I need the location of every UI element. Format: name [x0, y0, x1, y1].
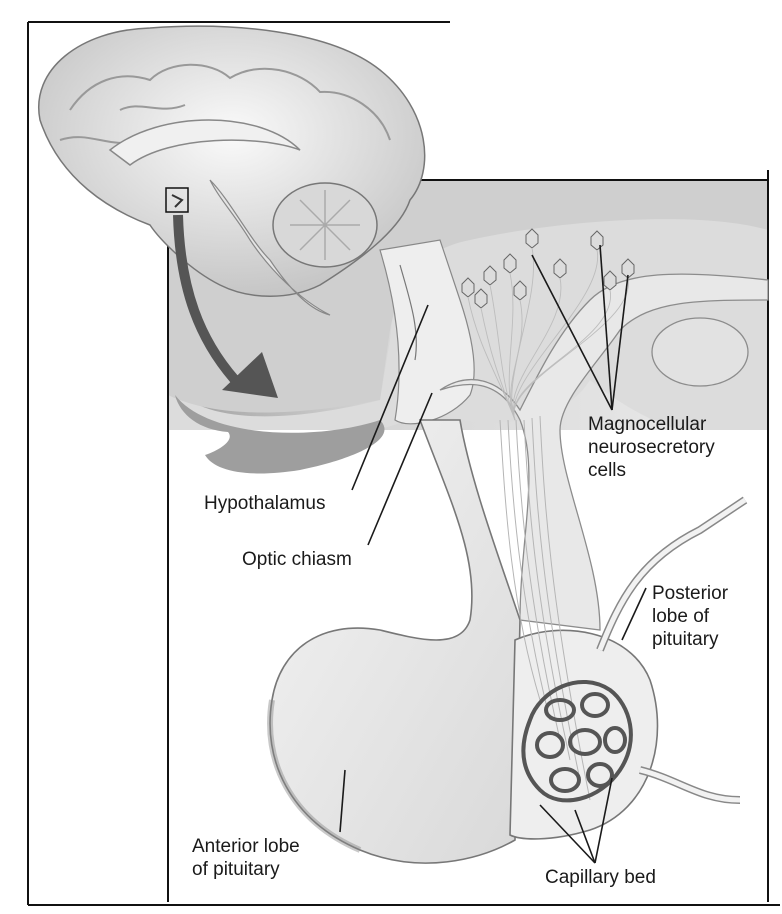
label-magnocellular-cells: Magnocellular neurosecretory cells	[588, 413, 715, 482]
label-anterior-lobe: Anterior lobe of pituitary	[192, 835, 300, 881]
label-posterior-lobe: Posterior lobe of pituitary	[652, 582, 728, 651]
label-capillary-bed: Capillary bed	[545, 866, 656, 889]
label-optic-chiasm: Optic chiasm	[242, 548, 352, 571]
label-hypothalamus: Hypothalamus	[204, 492, 325, 515]
